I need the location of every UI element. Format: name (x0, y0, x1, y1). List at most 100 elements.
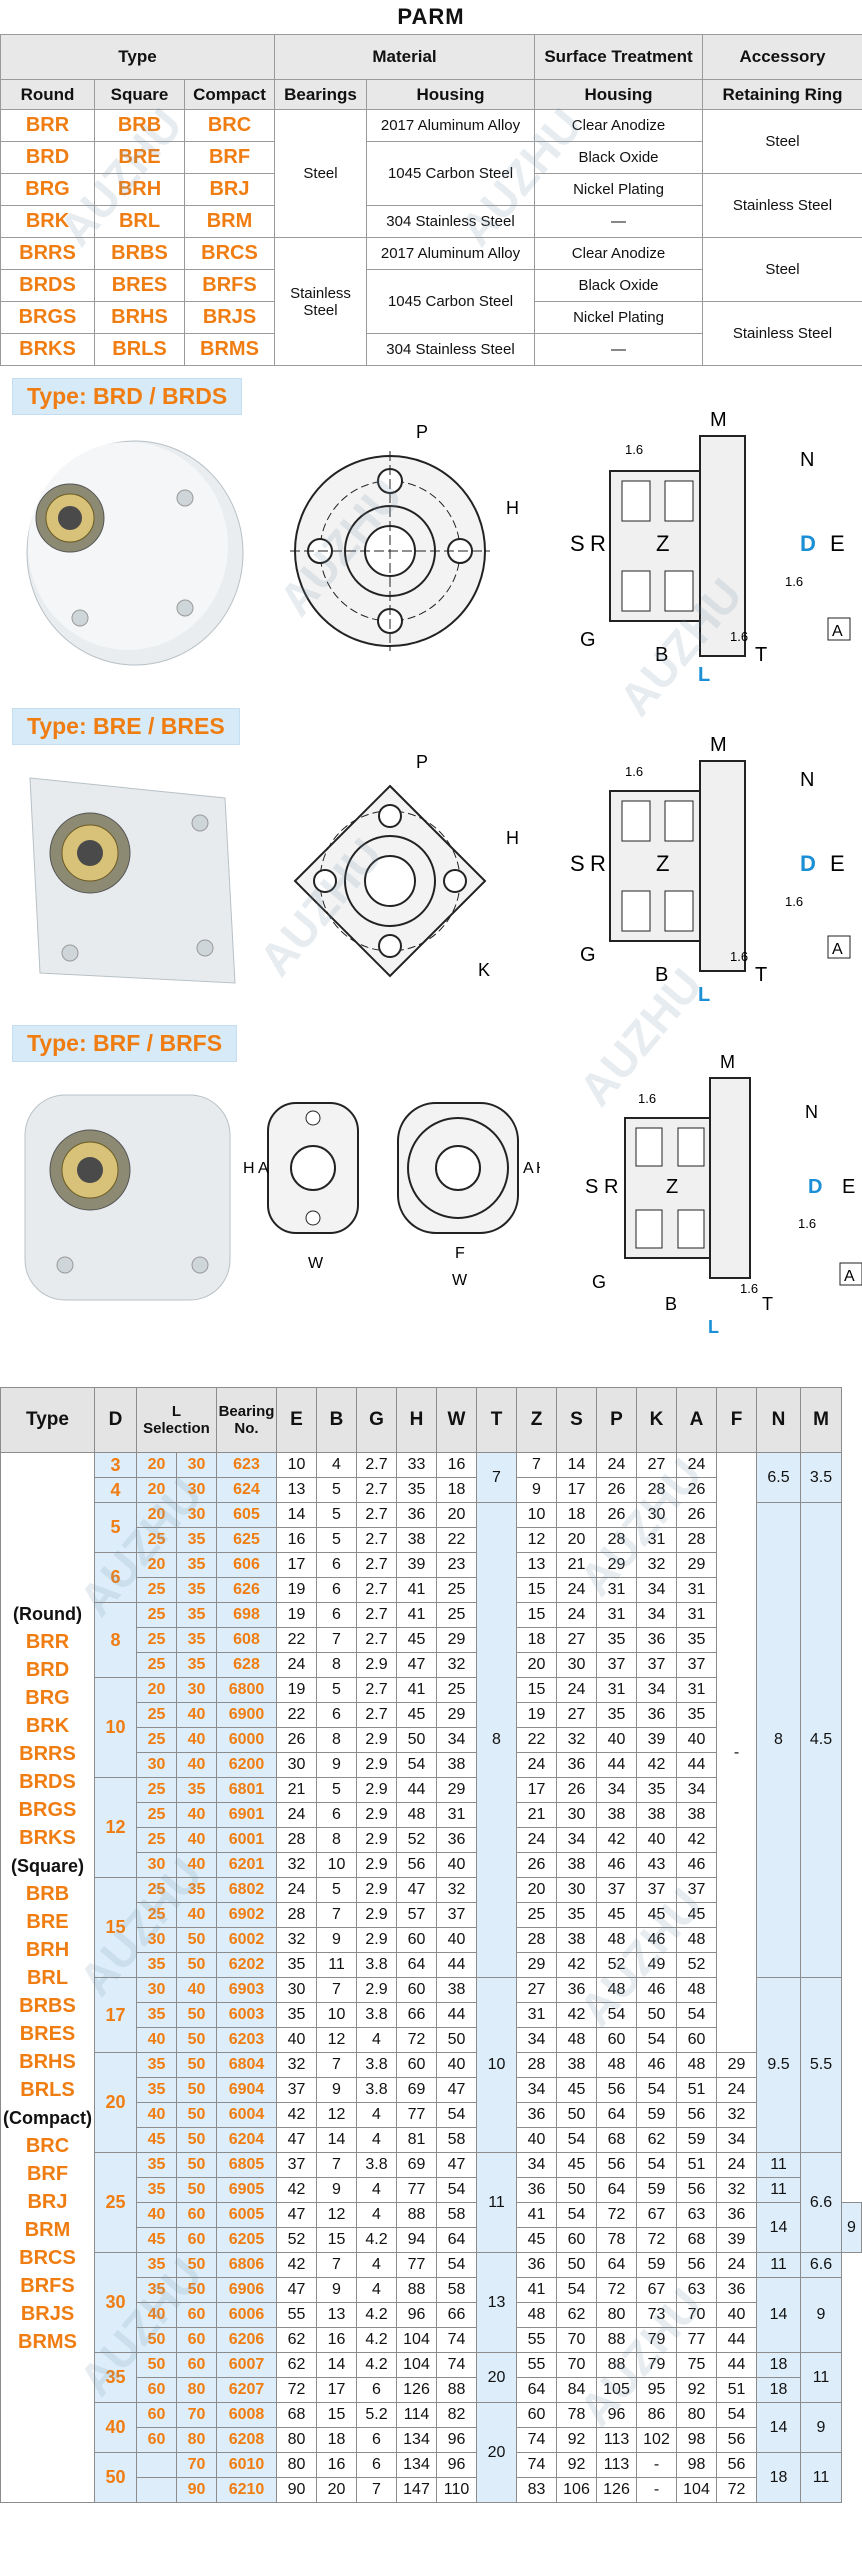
dim-value: 32 (276, 1852, 317, 1878)
dim-value: 28 (276, 1827, 317, 1853)
dim-value: 4.2 (356, 2352, 397, 2378)
dim-value: 2.7 (356, 1527, 397, 1553)
n-value: 8 (756, 1502, 801, 1978)
dim-value: 64 (516, 2377, 557, 2403)
bearing-no: 6206 (216, 2327, 277, 2353)
dim-value: 7 (356, 2477, 397, 2503)
dim-value: 96 (396, 2302, 437, 2328)
dim-value: 15 (316, 2402, 357, 2428)
dim-value: 38 (636, 1802, 677, 1828)
dim-value: 94 (396, 2227, 437, 2253)
header-bearings: Bearings (274, 79, 367, 110)
dim-value: 79 (636, 2352, 677, 2378)
dim-value: 59 (636, 2177, 677, 2203)
l-selection-min: 35 (136, 2177, 177, 2203)
dim-value: 60 (596, 2027, 637, 2053)
header-surface-treatment: Surface Treatment (534, 34, 703, 80)
type-code: BRLS (20, 2078, 75, 2101)
type-round: BRRS (0, 237, 95, 270)
dim-value: 47 (436, 2152, 477, 2178)
dim-value: 2.9 (356, 1852, 397, 1878)
type-code: BRE (26, 1910, 69, 1933)
dim-value: 26 (676, 1477, 717, 1503)
dim-value: 34 (636, 1677, 677, 1703)
bearing-no: 6008 (216, 2402, 277, 2428)
dim-label: S (570, 531, 585, 556)
dim-value: 9 (516, 1477, 557, 1503)
datum-label: A (844, 1268, 855, 1285)
dim-value: 2.7 (356, 1627, 397, 1653)
type-code: BRMS (18, 2330, 77, 2353)
type-square: BRHS (94, 301, 185, 334)
header-retaining-ring: Retaining Ring (702, 79, 862, 110)
type-code: BRGS (18, 1798, 77, 1821)
dim-value: 25 (516, 1902, 557, 1928)
l-selection-max: 40 (176, 1827, 217, 1853)
dim-label: E (830, 851, 845, 876)
section-title: Type: BRD / BRDS (12, 378, 243, 415)
type-compact: BRM (184, 205, 275, 238)
header-surface-housing: Housing (534, 79, 703, 110)
bearing-no: 606 (216, 1552, 277, 1578)
d-value: 6 (94, 1552, 137, 1603)
l-selection-max: 50 (176, 2152, 217, 2178)
dim-header: P (596, 1387, 637, 1453)
dim-label: G (592, 1272, 606, 1292)
dim-value: 59 (636, 2102, 677, 2128)
t-value: 11 (476, 2152, 517, 2253)
dim-value: 52 (396, 1827, 437, 1853)
housing-material: 2017 Aluminum Alloy (366, 237, 535, 270)
dim-value: 64 (596, 2102, 637, 2128)
dim-value: 38 (596, 1802, 637, 1828)
l-selection-max: 50 (176, 2052, 217, 2078)
l-selection-max: 35 (176, 1652, 217, 1678)
dim-value: 27 (556, 1627, 597, 1653)
dim-value: 35 (396, 1477, 437, 1503)
f-value: - (716, 1452, 757, 2053)
dim-value: 28 (516, 1927, 557, 1953)
l-selection-min (136, 2452, 177, 2478)
l-selection-min: 25 (136, 1777, 177, 1803)
dim-value: 16 (316, 2452, 357, 2478)
dim-value: 48 (596, 1927, 637, 1953)
dim-value: 44 (676, 1752, 717, 1778)
dim-value: 40 (596, 1727, 637, 1753)
dim-value: 48 (516, 2302, 557, 2328)
dim-value: 66 (436, 2302, 477, 2328)
dim-value: 88 (596, 2352, 637, 2378)
d-value: 15 (94, 1877, 137, 1978)
dim-value: 90 (276, 2477, 317, 2503)
dim-value: 80 (596, 2302, 637, 2328)
dim-value: 54 (556, 2277, 597, 2303)
housing-material: 1045 Carbon Steel (366, 141, 535, 206)
dim-value: 42 (276, 2102, 317, 2128)
type-compact: BRFS (184, 269, 275, 302)
bearing-no: 608 (216, 1627, 277, 1653)
dim-value: 18 (556, 1502, 597, 1528)
l-selection-max: 35 (176, 1527, 217, 1553)
dim-value: 45 (676, 1902, 717, 1928)
dim-value: 54 (636, 2027, 677, 2053)
l-selection-min: 25 (136, 1727, 177, 1753)
dim-value: 64 (396, 1952, 437, 1978)
dim-value: 37 (436, 1902, 477, 1928)
bearing-no: 6802 (216, 1877, 277, 1903)
t-value: 13 (476, 2252, 517, 2353)
type-code: BRF (26, 2162, 69, 2185)
dim-value: 147 (396, 2477, 437, 2503)
dim-value: 18 (316, 2427, 357, 2453)
dim-value: 9 (316, 1752, 357, 1778)
dim-value: 57 (396, 1902, 437, 1928)
dim-value: 34 (676, 1777, 717, 1803)
l-selection-max: 35 (176, 1777, 217, 1803)
dim-value: 70 (556, 2327, 597, 2353)
dim-value: 126 (396, 2377, 437, 2403)
type-code: BRDS (19, 1770, 76, 1793)
dim-value: 56 (676, 2102, 717, 2128)
dim-value: 69 (396, 2152, 437, 2178)
dim-value: 48 (396, 1802, 437, 1828)
